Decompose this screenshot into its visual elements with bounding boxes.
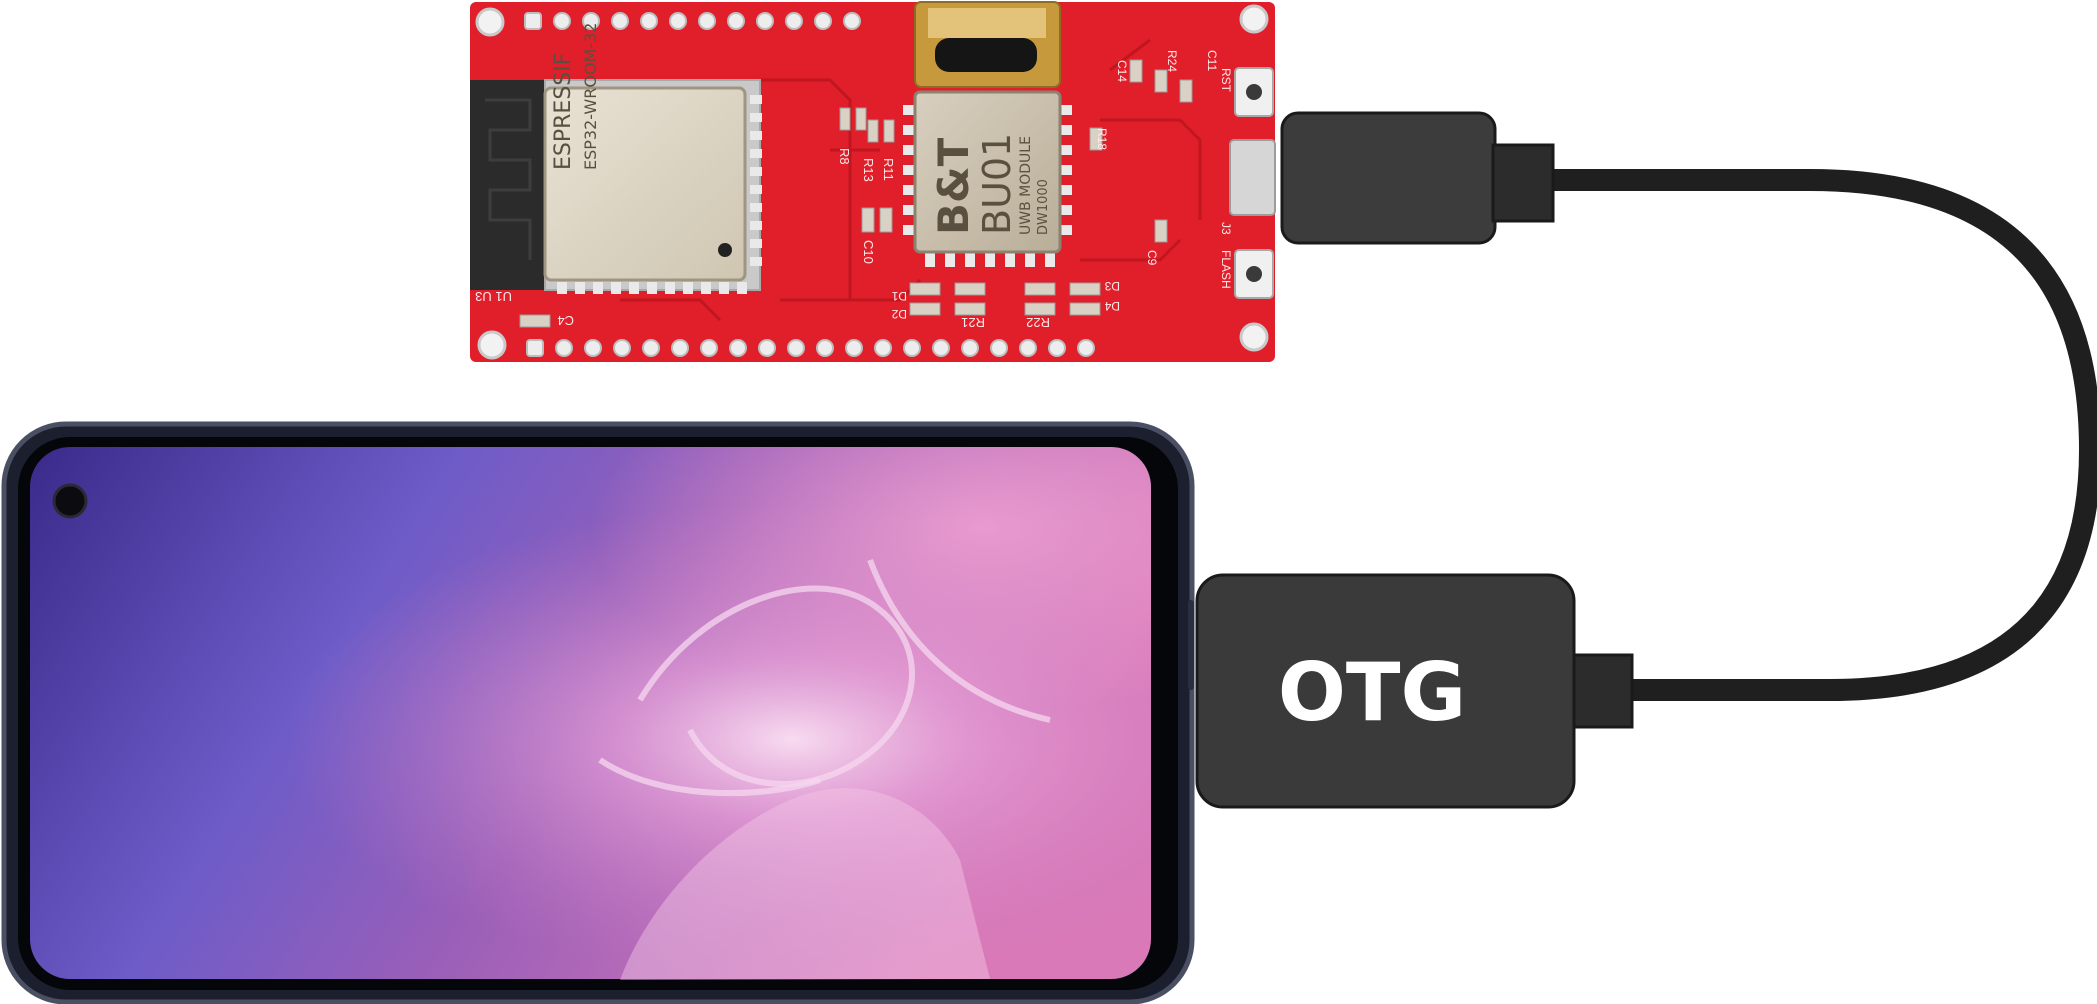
otg-adapter-body: [1195, 573, 1576, 809]
pcb-traces: [620, 38, 1202, 322]
label-u1u3: U1 U3: [475, 289, 512, 304]
label-d3: D3: [1104, 279, 1120, 293]
top-header-pins: [524, 12, 861, 30]
esp32-brand-text: ESPRESSIF: [551, 53, 576, 170]
label-c14: C14: [1115, 60, 1129, 82]
plug-strain-relief: [1491, 143, 1555, 223]
label-r13: R13: [861, 158, 876, 182]
micro-usb-port: [1229, 139, 1276, 216]
uwb-brand-text: B&T: [929, 137, 978, 235]
label-r24: R24: [1165, 50, 1179, 72]
micro-usb-plug: [1280, 111, 1497, 245]
silkscreen-labels: U1 U3 C4 R8 R13 R11 C10 R21 R22 D1 D2 D3…: [475, 50, 1233, 330]
antenna-trace: [485, 98, 532, 260]
phone-side-button: [1188, 600, 1194, 690]
mounting-holes: [475, 4, 1269, 360]
sd-card-slot: [914, 1, 1061, 88]
label-d4: D4: [1104, 299, 1120, 313]
otg-adapter: OTG: [1195, 573, 1634, 809]
label-r11: R11: [881, 158, 896, 181]
label-c9: C9: [1145, 250, 1159, 266]
usb-cable: [1280, 111, 2097, 701]
uwb-module-shield: [913, 90, 1062, 254]
otg-strain-relief: [1570, 653, 1634, 729]
esp32-model-text: ESP32-WROOM-32: [581, 23, 600, 170]
label-d2: D2: [891, 307, 907, 321]
flash-button: [1234, 249, 1274, 299]
uwb-dev-board: ESPRESSIF ESP32-WROOM-32: [470, 1, 1276, 362]
label-r18: R18: [1095, 128, 1109, 150]
esp32-pads: [557, 95, 762, 294]
esp32-shield: [543, 86, 747, 282]
label-rst: RST: [1219, 68, 1233, 93]
label-c10: C10: [861, 240, 876, 264]
esp32-module: ESPRESSIF ESP32-WROOM-32: [470, 23, 762, 294]
smd-components: [519, 59, 1193, 328]
label-c4: C4: [557, 313, 574, 328]
label-d1: D1: [891, 289, 907, 303]
otg-label: OTG: [1278, 646, 1466, 739]
antenna-area: [470, 80, 545, 290]
reset-button: [1234, 67, 1274, 117]
uwb-module-line1: UWB MODULE: [1018, 136, 1034, 235]
label-r21: R21: [961, 315, 985, 330]
uwb-module-line2: DW1000: [1036, 179, 1051, 235]
front-camera-icon: [52, 483, 88, 519]
phone-screen: [30, 447, 1151, 980]
label-r22: R22: [1026, 315, 1050, 330]
smartphone: [1, 421, 1195, 1004]
uwb-module-pads: [903, 105, 1072, 267]
bottom-header-pins: [526, 339, 1095, 357]
label-c11: C11: [1205, 50, 1219, 71]
uwb-model-text: BU01: [975, 133, 1019, 235]
label-j3: J3: [1219, 222, 1233, 235]
label-flash: FLASH: [1219, 250, 1233, 289]
wallpaper-swirl: [598, 558, 1051, 797]
uwb-module: B&T BU01 UWB MODULE DW1000: [903, 90, 1072, 267]
label-r8: R8: [837, 148, 852, 165]
cable-wire: [1542, 169, 2097, 701]
